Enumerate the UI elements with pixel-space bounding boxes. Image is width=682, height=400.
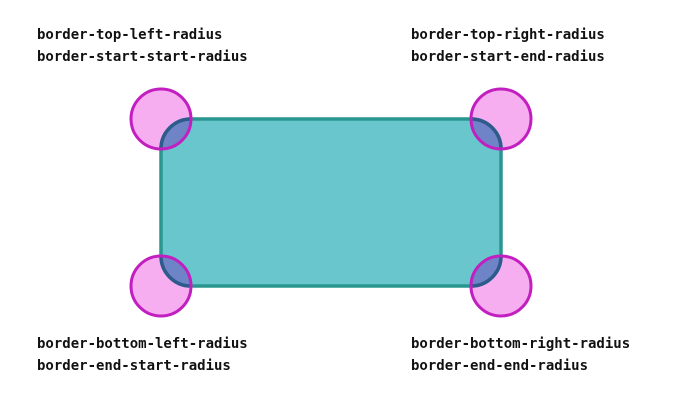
rounded-box: [159, 117, 503, 288]
corner-circle-outline-top-right: [469, 87, 533, 151]
label-top-left-logical: border-start-start-radius: [37, 49, 248, 65]
label-top-left-physical: border-top-left-radius: [37, 27, 223, 43]
label-bottom-right-physical: border-bottom-right-radius: [411, 336, 631, 352]
label-bottom-left-physical: border-bottom-left-radius: [37, 336, 248, 352]
label-bottom-left: border-bottom-left-radius border-end-sta…: [37, 333, 248, 377]
label-top-right: border-top-right-radius border-start-end…: [411, 24, 605, 68]
label-bottom-left-logical: border-end-start-radius: [37, 358, 231, 374]
corner-circle-outline-top-left: [129, 87, 193, 151]
corner-circle-outline-bottom-left: [129, 254, 193, 318]
label-bottom-right-logical: border-end-end-radius: [411, 358, 589, 374]
label-top-left: border-top-left-radius border-start-star…: [37, 24, 248, 68]
label-bottom-right: border-bottom-right-radius border-end-en…: [411, 333, 630, 377]
label-top-right-logical: border-start-end-radius: [411, 49, 605, 65]
corner-circle-outline-bottom-right: [469, 254, 533, 318]
label-top-right-physical: border-top-right-radius: [411, 27, 605, 43]
